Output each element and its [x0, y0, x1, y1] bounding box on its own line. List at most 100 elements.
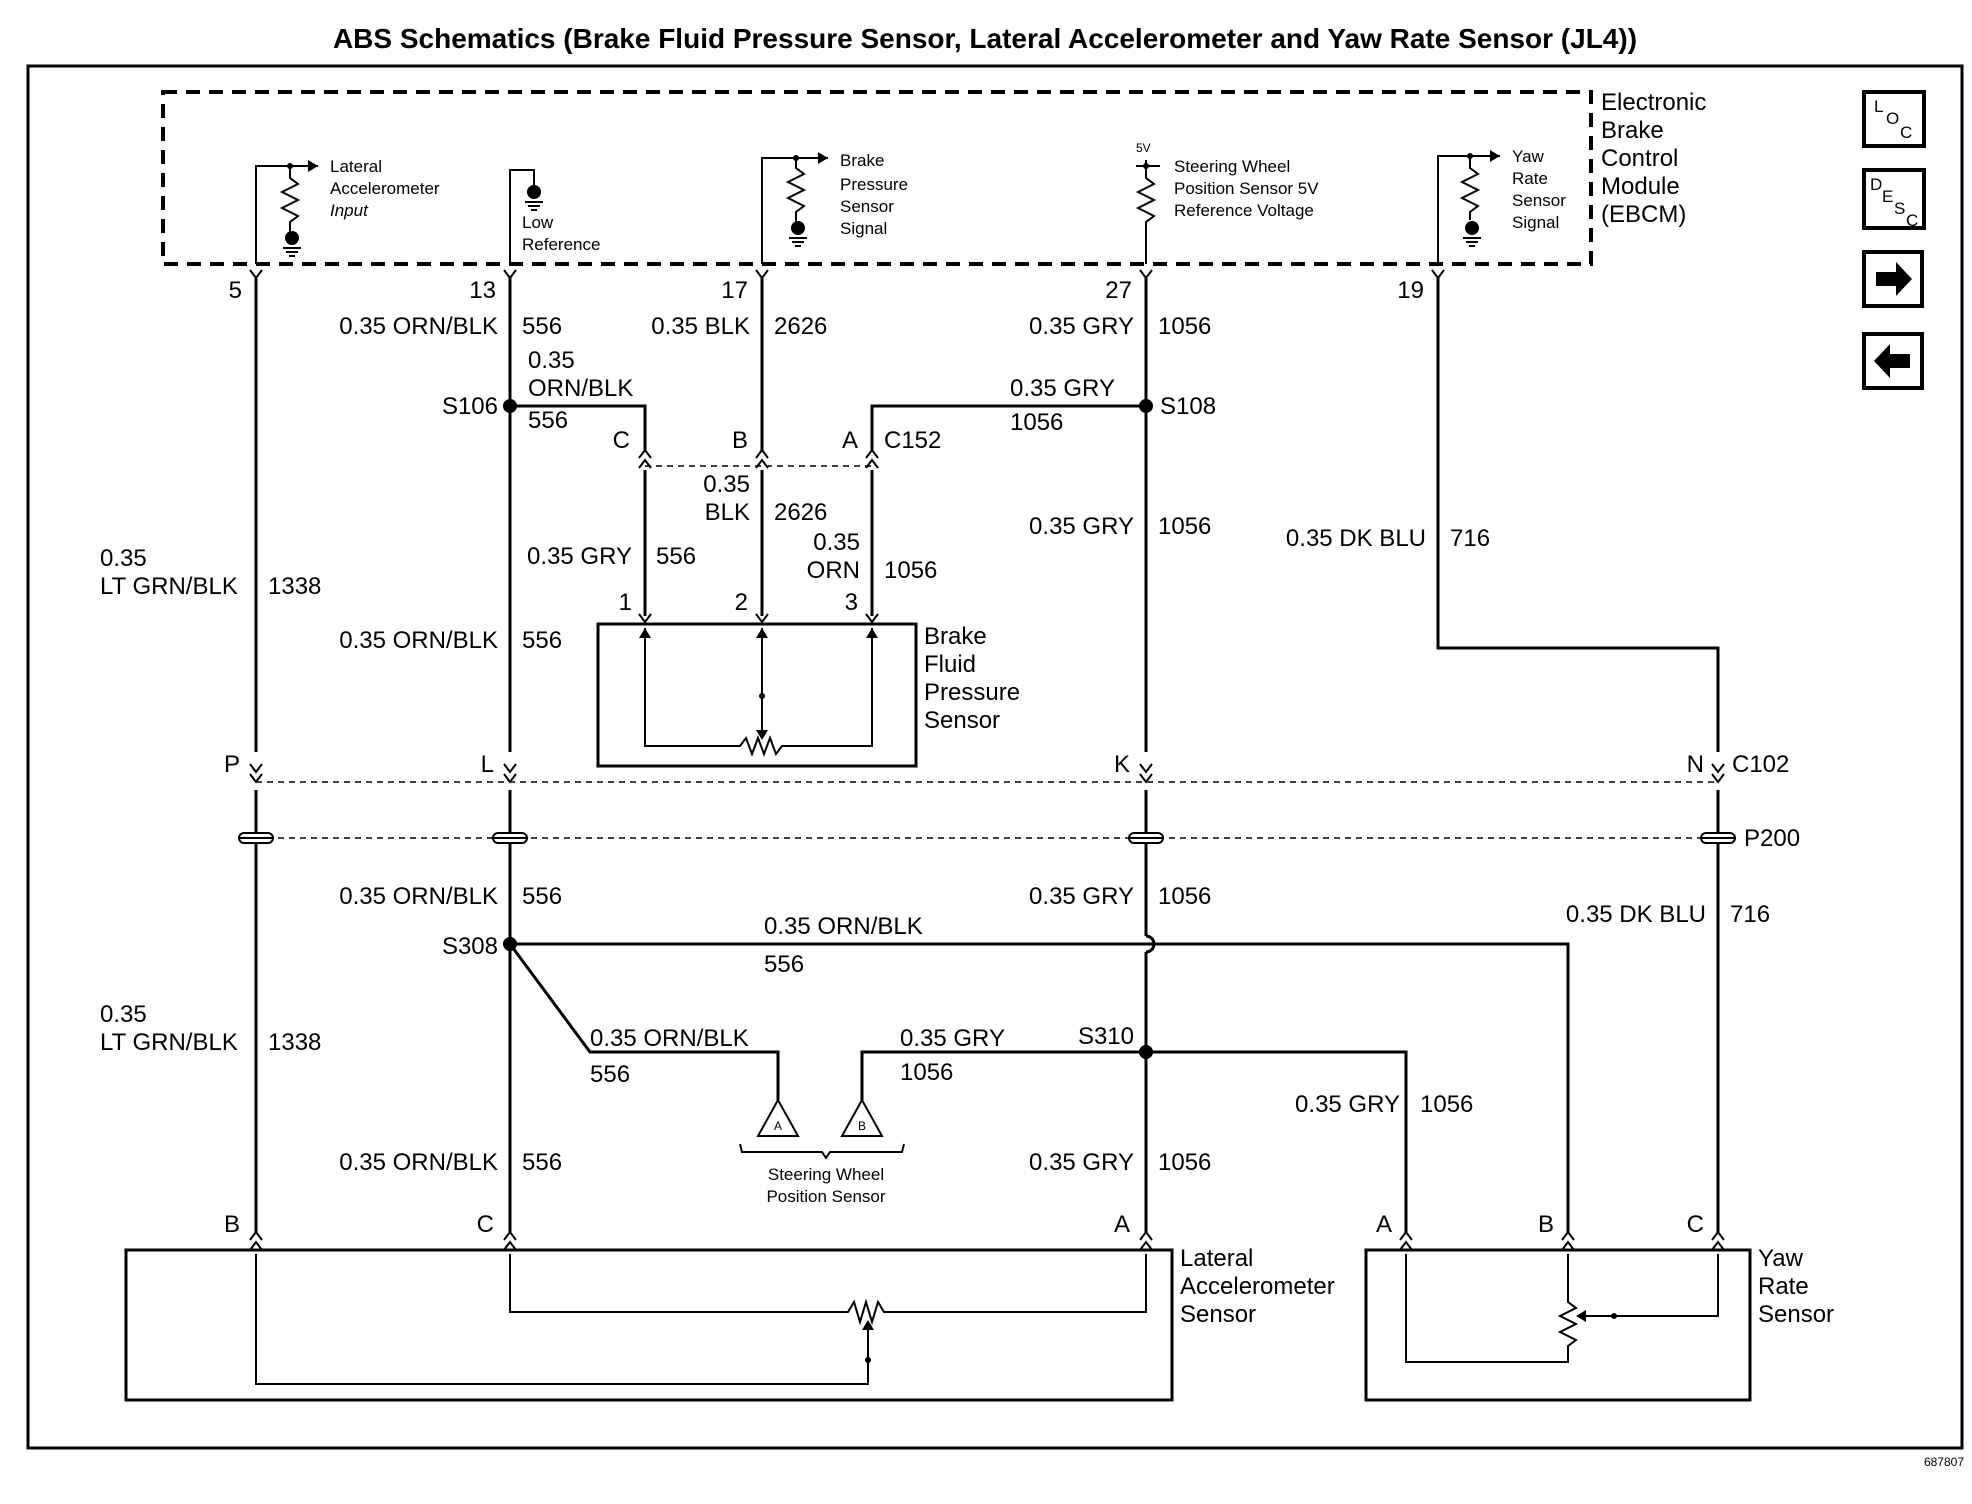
svg-text:2626: 2626 — [774, 313, 827, 340]
svg-text:S310: S310 — [1078, 1023, 1134, 1050]
svg-text:Control: Control — [1601, 145, 1678, 172]
svg-text:Rate: Rate — [1512, 169, 1548, 188]
lateral-accelerometer-sensor: B C A Lateral Accelerometer Sensor — [124, 1211, 1335, 1402]
svg-text:716: 716 — [1450, 525, 1490, 552]
svg-text:Pressure: Pressure — [924, 679, 1020, 706]
ebcm-5v-reference: 5V Steering Wheel Position Sensor 5V Ref… — [1135, 141, 1319, 264]
svg-text:0.35 ORN/BLK: 0.35 ORN/BLK — [339, 313, 498, 340]
diagram-border — [26, 64, 1964, 1450]
svg-text:C: C — [1900, 123, 1912, 142]
loc-icon[interactable]: L O C — [1862, 90, 1926, 148]
splice-s308 — [503, 937, 517, 951]
svg-text:0.35: 0.35 — [528, 347, 575, 374]
yaw-rate-sensor: A B C Yaw Rate Sensor — [1364, 1211, 1834, 1402]
svg-text:0.35: 0.35 — [703, 471, 750, 498]
svg-text:Sensor: Sensor — [1512, 191, 1566, 210]
svg-text:556: 556 — [522, 627, 562, 654]
svg-text:ORN: ORN — [807, 557, 860, 584]
svg-text:LT GRN/BLK: LT GRN/BLK — [100, 1029, 238, 1056]
svg-text:Brake: Brake — [1601, 117, 1664, 144]
steering-wheel-position-sensor: A B Steering Wheel Position Sensor — [739, 1097, 905, 1206]
svg-text:Steering Wheel: Steering Wheel — [768, 1165, 884, 1184]
svg-text:0.35 GRY: 0.35 GRY — [1010, 375, 1115, 402]
svg-text:B: B — [732, 427, 748, 454]
svg-text:Rate: Rate — [1758, 1273, 1809, 1300]
svg-text:17: 17 — [721, 277, 748, 304]
svg-text:C102: C102 — [1732, 751, 1789, 778]
svg-text:2626: 2626 — [774, 499, 827, 526]
svg-text:P: P — [224, 751, 240, 778]
svg-text:L: L — [481, 751, 494, 778]
svg-text:(EBCM): (EBCM) — [1601, 201, 1686, 228]
desc-icon[interactable]: D E S C — [1862, 168, 1926, 230]
figure-id: 687807 — [1924, 1455, 1964, 1469]
wire-716: 0.35 DK BLU 716 0.35 DK BLU 716 — [1286, 278, 1770, 1232]
svg-text:0.35 ORN/BLK: 0.35 ORN/BLK — [339, 883, 498, 910]
svg-text:E: E — [1882, 187, 1893, 206]
svg-text:27: 27 — [1105, 277, 1132, 304]
svg-text:1338: 1338 — [268, 573, 321, 600]
svg-text:1056: 1056 — [1420, 1091, 1473, 1118]
svg-text:S108: S108 — [1160, 393, 1216, 420]
svg-text:0.35 ORN/BLK: 0.35 ORN/BLK — [764, 913, 923, 940]
wire-1338: 0.35 LT GRN/BLK 1338 0.35 LT GRN/BLK 133… — [100, 278, 321, 1232]
svg-text:556: 556 — [522, 883, 562, 910]
svg-text:B: B — [858, 1119, 866, 1133]
svg-text:ORN/BLK: ORN/BLK — [528, 375, 633, 402]
svg-text:Electronic: Electronic — [1601, 89, 1706, 116]
svg-text:Sensor: Sensor — [924, 707, 1000, 734]
svg-text:Signal: Signal — [1512, 213, 1559, 232]
arrow-right-icon[interactable] — [1862, 250, 1924, 308]
svg-text:0.35 GRY: 0.35 GRY — [1029, 883, 1134, 910]
svg-text:A: A — [842, 427, 858, 454]
svg-text:S106: S106 — [442, 393, 498, 420]
ebcm-low-reference: Low Reference — [509, 169, 600, 264]
svg-text:Input: Input — [330, 201, 369, 220]
svg-text:C: C — [1687, 1211, 1704, 1238]
brake-fluid-pressure-sensor: 1 2 3 Brake Fluid Pressure Sensor — [596, 589, 1020, 768]
svg-text:D: D — [1870, 175, 1882, 194]
svg-text:1056: 1056 — [1158, 883, 1211, 910]
splice-s106 — [503, 399, 517, 413]
svg-text:Steering Wheel: Steering Wheel — [1174, 157, 1290, 176]
svg-text:5V: 5V — [1136, 141, 1151, 155]
ebcm-brake-signal: Brake Pressure Sensor Signal — [761, 151, 908, 264]
svg-text:S: S — [1894, 199, 1905, 218]
svg-text:Reference: Reference — [522, 235, 600, 254]
svg-text:B: B — [1538, 1211, 1554, 1238]
svg-text:Signal: Signal — [840, 219, 887, 238]
svg-text:Yaw: Yaw — [1758, 1245, 1804, 1272]
svg-text:Sensor: Sensor — [1180, 1301, 1256, 1328]
svg-text:1056: 1056 — [1010, 409, 1063, 436]
wire-556: 0.35 ORN/BLK 556 0.35 ORN/BLK 556 S106 0… — [339, 278, 1570, 1232]
svg-text:0.35 ORN/BLK: 0.35 ORN/BLK — [339, 627, 498, 654]
svg-text:716: 716 — [1730, 901, 1770, 928]
splice-s310 — [1139, 1045, 1153, 1059]
wire-2626: 0.35 BLK 2626 0.35 BLK 2626 — [651, 278, 827, 616]
svg-text:19: 19 — [1397, 277, 1424, 304]
ebcm-yaw-signal: Yaw Rate Sensor Signal — [1437, 147, 1566, 264]
svg-text:A: A — [1376, 1211, 1392, 1238]
svg-text:556: 556 — [528, 407, 568, 434]
svg-text:C152: C152 — [884, 427, 941, 454]
svg-text:O: O — [1886, 109, 1899, 128]
svg-text:556: 556 — [590, 1061, 630, 1088]
svg-text:0.35 DK BLU: 0.35 DK BLU — [1286, 525, 1426, 552]
svg-text:Reference Voltage: Reference Voltage — [1174, 201, 1314, 220]
svg-text:L: L — [1874, 97, 1883, 116]
svg-text:Fluid: Fluid — [924, 651, 976, 678]
svg-text:0.35: 0.35 — [100, 545, 147, 572]
svg-text:Yaw: Yaw — [1512, 147, 1545, 166]
svg-text:LT GRN/BLK: LT GRN/BLK — [100, 573, 238, 600]
svg-text:BLK: BLK — [705, 499, 750, 526]
svg-text:556: 556 — [522, 313, 562, 340]
svg-text:C: C — [613, 427, 630, 454]
svg-text:N: N — [1687, 751, 1704, 778]
wire-1056: 0.35 GRY 1056 0.35 GRY 1056 S108 0.35 GR… — [860, 278, 1473, 1232]
arrow-left-icon[interactable] — [1862, 332, 1924, 390]
svg-text:Brake: Brake — [840, 151, 884, 170]
svg-text:1056: 1056 — [1158, 313, 1211, 340]
svg-text:Lateral: Lateral — [1180, 1245, 1253, 1272]
svg-text:Sensor: Sensor — [840, 197, 894, 216]
